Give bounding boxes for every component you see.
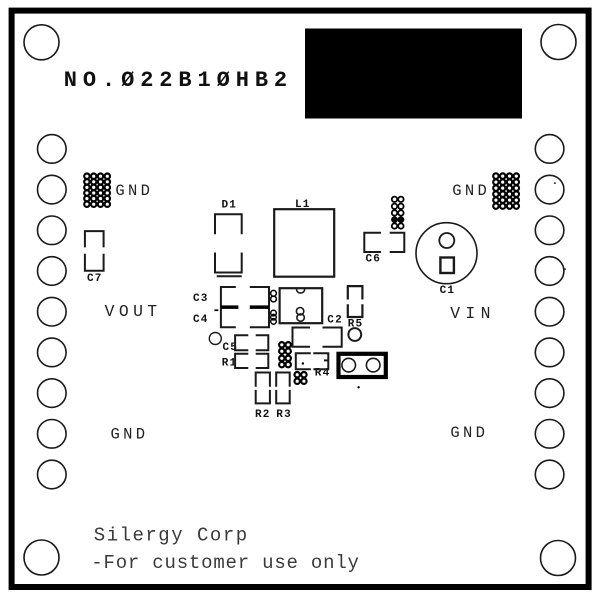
svg-text:C4: C4: [193, 314, 209, 326]
svg-text:GND: GND: [450, 424, 488, 442]
svg-text:R2: R2: [255, 409, 271, 421]
svg-text:D1: D1: [222, 200, 238, 212]
svg-text:C3: C3: [193, 293, 209, 305]
svg-text:C1: C1: [440, 285, 456, 297]
svg-text:GND: GND: [115, 182, 153, 200]
svg-text:Silergy Corp: Silergy Corp: [94, 524, 249, 546]
svg-text:GND: GND: [452, 182, 490, 200]
svg-text:R3: R3: [276, 409, 292, 421]
svg-text:R1: R1: [222, 358, 238, 370]
svg-text:C5: C5: [223, 342, 239, 354]
svg-text:R4: R4: [315, 368, 331, 380]
svg-text:L1: L1: [295, 199, 311, 211]
svg-text:C7: C7: [87, 273, 103, 285]
svg-text:GND: GND: [111, 425, 149, 443]
svg-text:-For customer use only: -For customer use only: [91, 552, 359, 574]
svg-text:R5: R5: [348, 318, 364, 330]
svg-text:VIN: VIN: [450, 304, 495, 323]
svg-text:C6: C6: [366, 254, 382, 266]
svg-text:NO.Ø22B1ØHB2: NO.Ø22B1ØHB2: [64, 68, 293, 93]
svg-text:C2: C2: [327, 315, 343, 327]
svg-text:VOUT: VOUT: [105, 302, 162, 321]
